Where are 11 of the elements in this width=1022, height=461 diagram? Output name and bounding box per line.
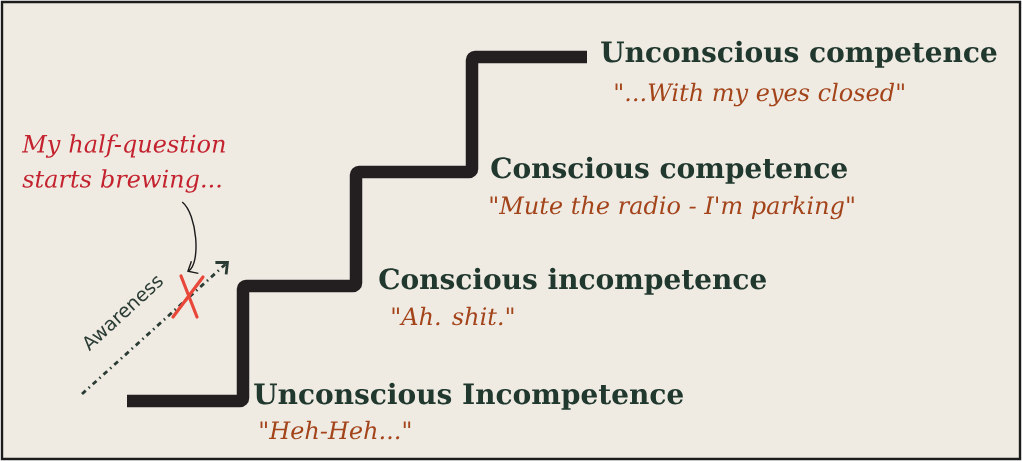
stage-quote: "Mute the radio - I'm parking"	[490, 195, 854, 220]
curved-arrow	[181, 201, 200, 275]
cross-mark	[171, 274, 205, 319]
stage-quote: "...With my eyes closed"	[615, 82, 904, 107]
stage-heading: Conscious incompetence	[379, 267, 766, 295]
stage-heading: Conscious competence	[491, 156, 847, 184]
stage-quote: "Heh-Heh..."	[260, 420, 411, 440]
stage-quote: "Ah. shit."	[392, 306, 514, 326]
stage-heading: Unconscious competence	[601, 40, 997, 68]
stage-heading: Unconscious Incompetence	[254, 382, 683, 410]
annotation-text: My half-question starts brewing...	[21, 134, 225, 193]
